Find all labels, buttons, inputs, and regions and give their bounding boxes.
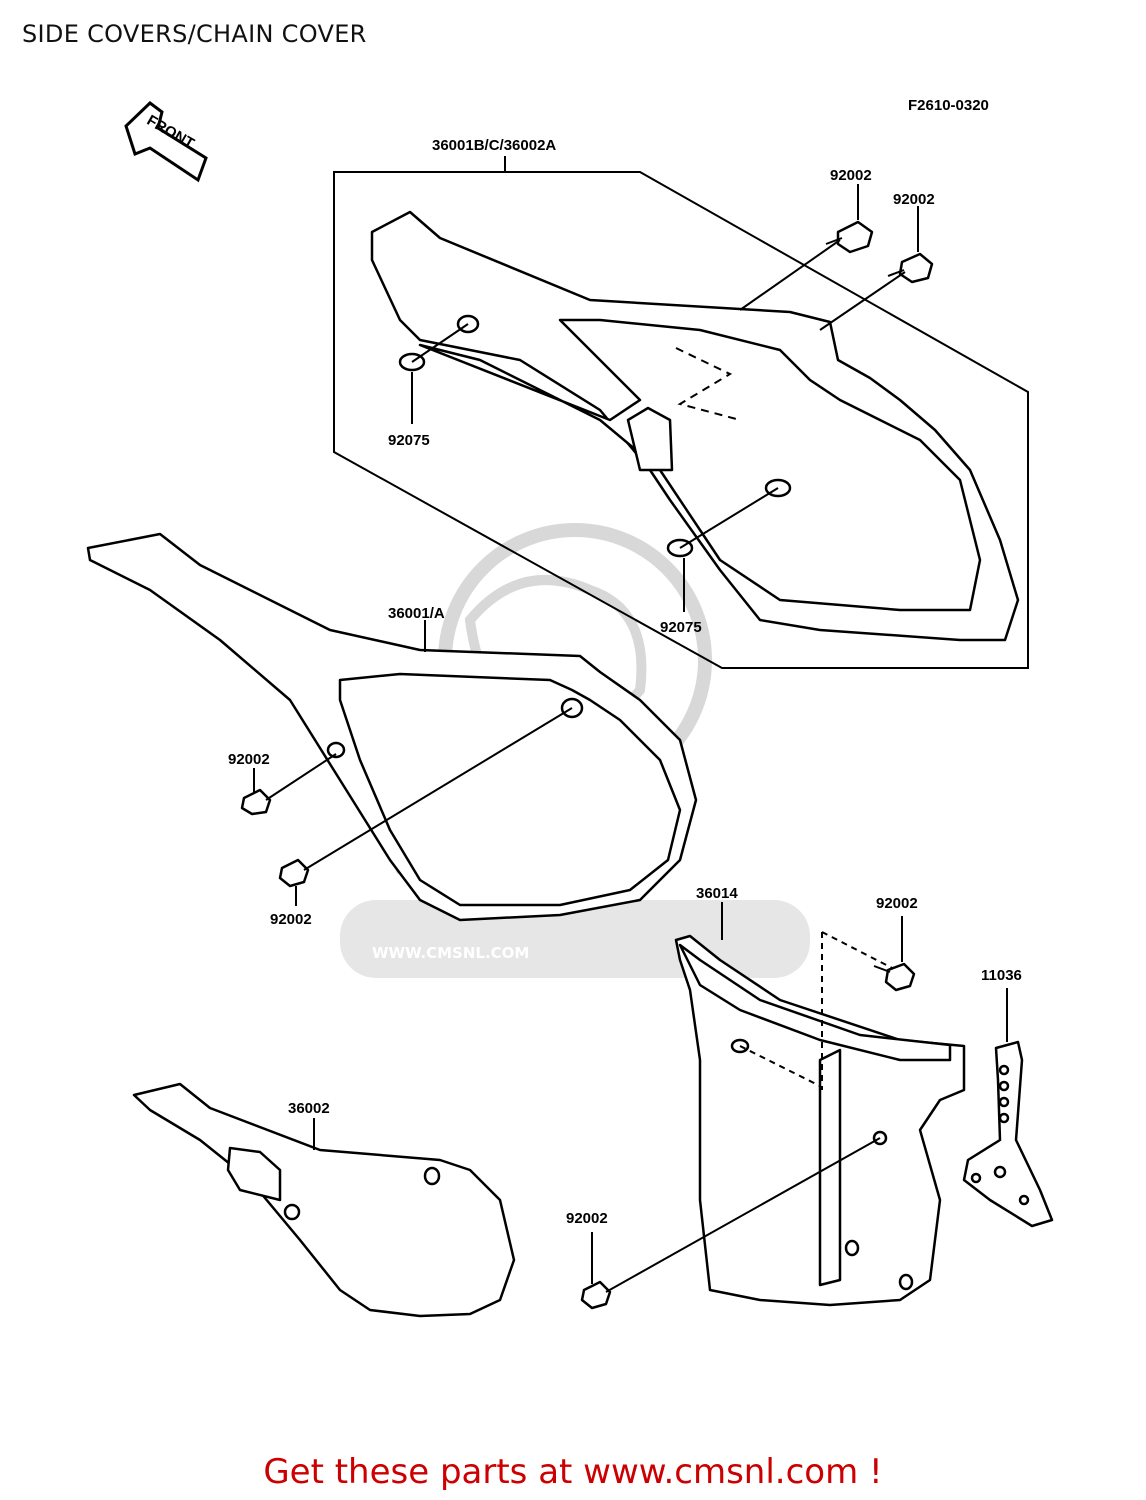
part-label-36014: 36014 (696, 885, 738, 902)
part-label-92002: 92002 (566, 1210, 608, 1227)
get-parts-link[interactable]: Get these parts at www.cmsnl.com ! (263, 1452, 883, 1492)
part-label-36001a: 36001/A (388, 605, 445, 622)
side-cover-36001a (86, 532, 698, 922)
part-label-92002: 92002 (876, 895, 918, 912)
front-arrow-icon: FRONT (124, 101, 208, 183)
bolt-icon (825, 220, 874, 254)
watermark-url: WWW.CMSNL.COM (372, 944, 529, 962)
part-label-36002: 36002 (288, 1100, 330, 1117)
bolt-icon (873, 962, 916, 992)
bracket-11036 (962, 1040, 1054, 1228)
assembly-group-box (333, 171, 1029, 669)
leader-line (411, 323, 469, 363)
part-label-92002: 92002 (270, 911, 312, 928)
part-label-92002: 92002 (893, 191, 935, 208)
part-label-92002: 92002 (228, 751, 270, 768)
part-label-92002: 92002 (830, 167, 872, 184)
bolt-icon (240, 753, 337, 816)
part-label-92075: 92075 (660, 619, 702, 636)
part-label-36001bc-36002a: 36001B/C/36002A (432, 137, 556, 154)
chain-cover-36014 (674, 931, 966, 1307)
side-cover-upper (370, 210, 1020, 642)
part-label-11036: 11036 (981, 967, 1022, 984)
side-cover-36002 (132, 1082, 516, 1318)
leader-line (819, 271, 906, 331)
bolt-icon (580, 1137, 881, 1310)
part-label-92075: 92075 (388, 432, 430, 449)
bolt-icon (887, 252, 934, 284)
leader-line (739, 239, 841, 311)
page-title: SIDE COVERS/CHAIN COVER (22, 20, 367, 48)
figure-code: F2610-0320 (908, 97, 989, 114)
bolt-icon (278, 707, 573, 888)
leader-line (679, 487, 779, 549)
